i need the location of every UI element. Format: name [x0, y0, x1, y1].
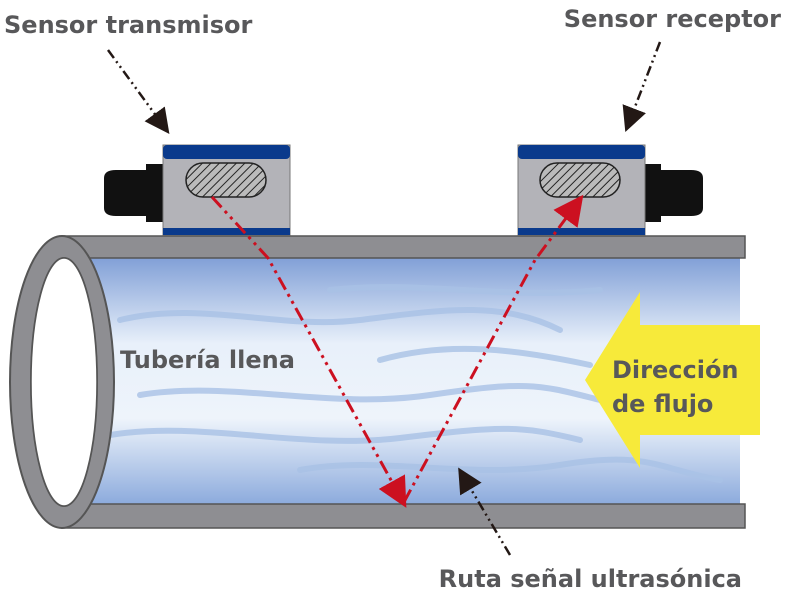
receiver-pointer-arrow [622, 41, 662, 132]
pipe-label: Tubería llena [120, 346, 295, 374]
cable-connector [643, 164, 703, 222]
ultrasonic-signal-up [402, 194, 584, 503]
signal-pointer-arrow [458, 467, 512, 556]
receiver-sensor [517, 144, 703, 236]
pipe-top-wall [61, 235, 746, 259]
transmitter-sensor [104, 144, 291, 236]
signal-path-label: Ruta señal ultrasónica [439, 565, 742, 593]
transmitter-pointer-arrow [106, 49, 170, 135]
flow-label-line2: de flujo [612, 390, 713, 418]
transmitter-label: Sensor transmisor [4, 11, 252, 39]
transducer-window [185, 162, 267, 198]
pipe-bottom-wall [61, 503, 746, 529]
water-waves [107, 284, 723, 483]
flow-direction-arrow [585, 292, 760, 468]
pipe-opening [30, 257, 98, 507]
ultrasonic-signal-down [210, 195, 407, 508]
cable-connector [104, 164, 164, 222]
receiver-label: Sensor receptor [564, 5, 781, 33]
transducer-window [539, 162, 621, 198]
flow-label-line1: Dirección [612, 356, 739, 384]
